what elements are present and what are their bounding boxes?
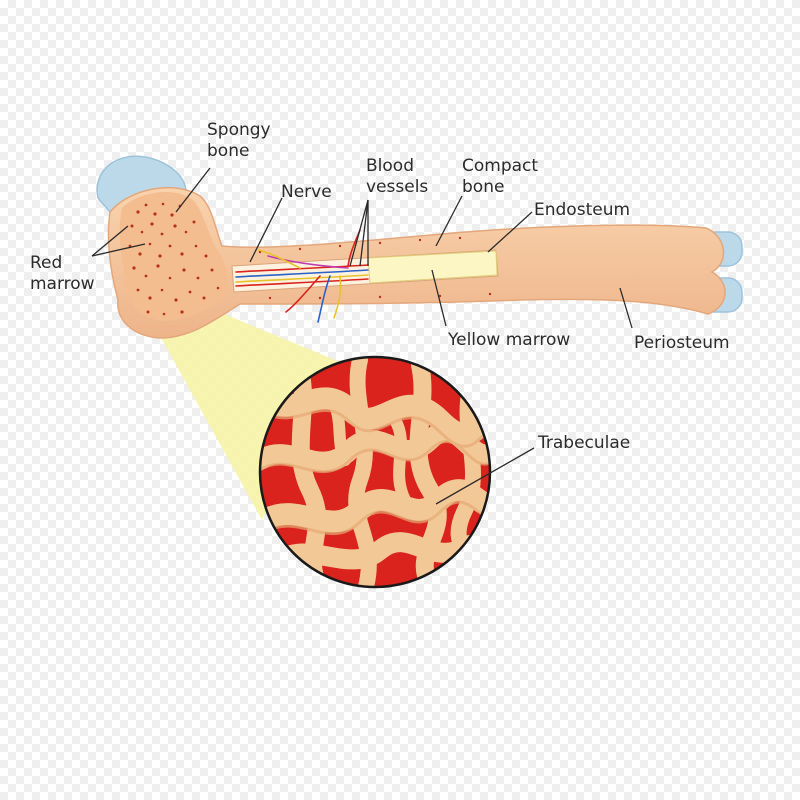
label-nerve: Nerve	[281, 182, 332, 202]
trabeculae-magnified-view	[258, 355, 492, 589]
label-compact-bone: Compact bone	[462, 156, 539, 197]
red-marrow-dots	[128, 202, 492, 316]
label-endosteum: Endosteum	[534, 200, 631, 220]
label-periosteum: Periosteum	[634, 333, 730, 353]
label-red-marrow: Red marrow	[30, 253, 95, 294]
yellow-marrow-region	[367, 250, 498, 284]
label-trabeculae: Trabeculae	[538, 433, 631, 453]
nerve-and-vessel-bundle	[235, 229, 369, 323]
label-spongy-bone: Spongy bone	[207, 120, 271, 161]
label-blood-vessels: Blood vessels	[366, 156, 429, 197]
spongy-bone-region	[119, 191, 228, 321]
magnifier-cone	[150, 306, 340, 520]
label-yellow-marrow: Yellow marrow	[448, 330, 571, 350]
leader-lines	[91, 167, 633, 505]
